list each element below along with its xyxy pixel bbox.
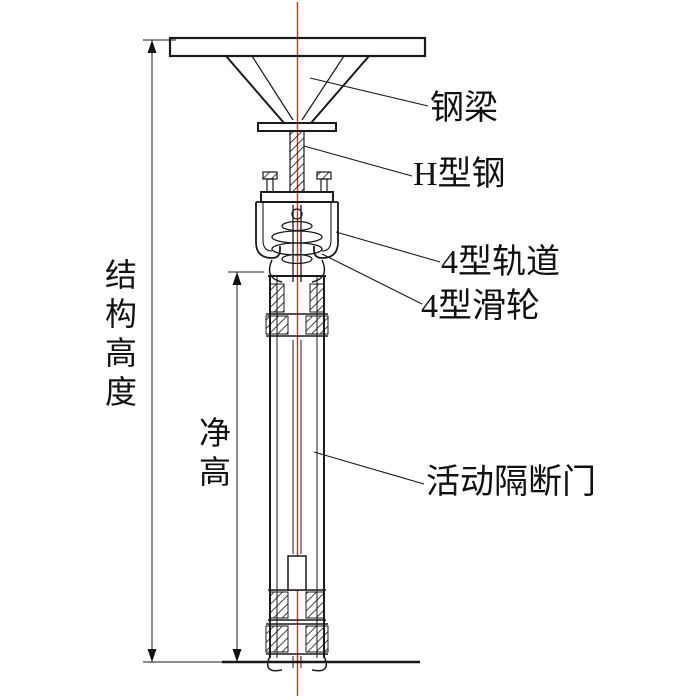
arrowhead-up-icon: [147, 40, 157, 53]
door-hanger: [268, 259, 326, 283]
support-bracket: [225, 55, 370, 124]
arrowhead-up-icon: [232, 272, 242, 285]
arrowhead-down-icon: [147, 649, 157, 662]
leader-h-steel: [303, 145, 413, 177]
label-track: 4型轨道: [441, 244, 560, 281]
label-h-steel: H型钢: [413, 156, 506, 193]
clear-height-dimension: [228, 271, 264, 662]
label-clear-height: 净高: [195, 416, 231, 494]
arrowhead-down-icon: [232, 649, 242, 662]
label-pulley: 4型滑轮: [421, 288, 540, 325]
structure-height-dimension: [143, 39, 224, 663]
roller-assembly: [271, 205, 323, 282]
ceiling-beam: [168, 36, 427, 58]
label-structure-height: 结构高度: [101, 258, 137, 414]
h-steel-web: [289, 130, 305, 193]
leader-partition-door: [313, 451, 425, 485]
label-steel-beam: 钢梁: [430, 90, 498, 127]
leader-lines: [303, 77, 441, 485]
leader-steel-beam: [309, 77, 429, 107]
label-partition-door: 活动隔断门: [426, 464, 596, 501]
door-lock-box: [287, 555, 307, 591]
leader-track: [335, 231, 441, 263]
track-profile: [255, 201, 339, 259]
leader-pulley: [321, 253, 423, 305]
door-panel: [265, 275, 329, 672]
